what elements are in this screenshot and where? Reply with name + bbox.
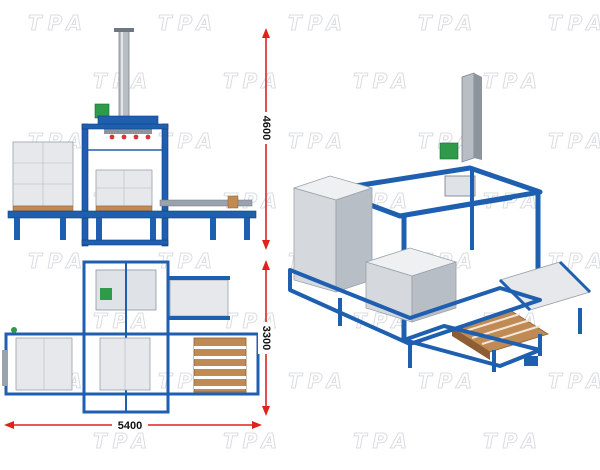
dimension-depth: 3300	[258, 260, 274, 416]
watermark-text: TPA	[223, 69, 283, 93]
watermark-text: TPA	[353, 69, 413, 93]
watermark-text: TPA	[483, 429, 543, 453]
conveyor-leg	[60, 218, 66, 240]
watermark-text: TPA	[548, 129, 600, 153]
conveyor-leg	[150, 218, 156, 240]
watermark-text: TPA	[418, 11, 478, 35]
watermark-text: TPA	[483, 69, 543, 93]
gantry-motor-top	[100, 288, 112, 300]
pallet-left	[12, 205, 74, 212]
iso-gantry-beam	[399, 196, 513, 218]
lift-column-cap	[114, 28, 134, 32]
gripper-plate	[104, 128, 152, 134]
conveyor-bed	[7, 210, 257, 219]
frame-post-left	[81, 123, 89, 247]
dim-arrow-left	[4, 421, 14, 429]
iso-lift-motor	[439, 142, 459, 160]
dim-label-width: 5400	[118, 420, 142, 432]
watermark-text: TPA	[28, 11, 88, 35]
conveyor-leg	[210, 218, 216, 240]
infeed-rail	[168, 276, 230, 280]
empty-pallet-plan	[193, 337, 247, 393]
frame-top-beam	[81, 123, 169, 130]
pallet-middle	[95, 205, 153, 212]
iso-base-frame	[288, 268, 542, 346]
iso-gripper-head	[444, 175, 476, 197]
suction-cup	[121, 134, 127, 140]
watermark-text: TPA	[288, 129, 348, 153]
isometric-view	[288, 72, 592, 372]
dim-label-depth: 3300	[260, 326, 272, 350]
watermark-text: TPA	[548, 369, 600, 393]
watermark-text: TPA	[223, 429, 283, 453]
iso-bottom-frame	[402, 324, 542, 368]
iso-stack-left-front	[293, 187, 337, 293]
dimension-width: 5400	[4, 418, 262, 432]
frame-base	[81, 239, 169, 246]
suction-cup	[145, 134, 151, 140]
iso-infeed-rail	[558, 260, 592, 294]
suction-cup	[109, 134, 115, 140]
conveyor-leg	[244, 218, 250, 240]
conveyor-leg	[14, 218, 20, 240]
drive-unit	[2, 350, 8, 386]
front-view	[7, 28, 257, 247]
dim-arrow-down	[262, 240, 270, 250]
frame-post-right	[161, 123, 169, 247]
infeed-rail	[168, 316, 230, 320]
watermark-text: TPA	[418, 369, 478, 393]
iso-lift-column-side	[474, 73, 482, 160]
watermark-text: TPA	[353, 429, 413, 453]
watermark-text: TPA	[548, 11, 600, 35]
roller-conveyor-right	[159, 199, 253, 207]
top-view	[2, 260, 260, 414]
infeed-conveyor-top	[169, 279, 229, 317]
lift-column-highlight	[121, 30, 123, 122]
dim-arrow-up	[262, 28, 270, 38]
watermark-text: TPA	[288, 369, 348, 393]
dim-label-height: 4600	[260, 116, 272, 140]
dim-arrow-down	[262, 406, 270, 416]
dim-arrow-up	[262, 260, 270, 270]
drive-motor	[11, 327, 17, 333]
suction-cup	[133, 134, 139, 140]
iso-lift-column	[461, 72, 475, 163]
lift-column	[118, 29, 130, 123]
watermark-text: TPA	[288, 11, 348, 35]
dimension-height: 4600	[258, 28, 274, 250]
watermark-text: TPA	[28, 249, 88, 273]
pallet-end	[227, 195, 239, 209]
iso-drive-motor	[524, 356, 538, 366]
dim-arrow-right	[252, 421, 262, 429]
watermark-text: TPA	[93, 429, 153, 453]
conveyor-leg	[96, 218, 102, 240]
watermark-text: TPA	[158, 11, 218, 35]
watermark-text: TPA	[93, 309, 153, 333]
